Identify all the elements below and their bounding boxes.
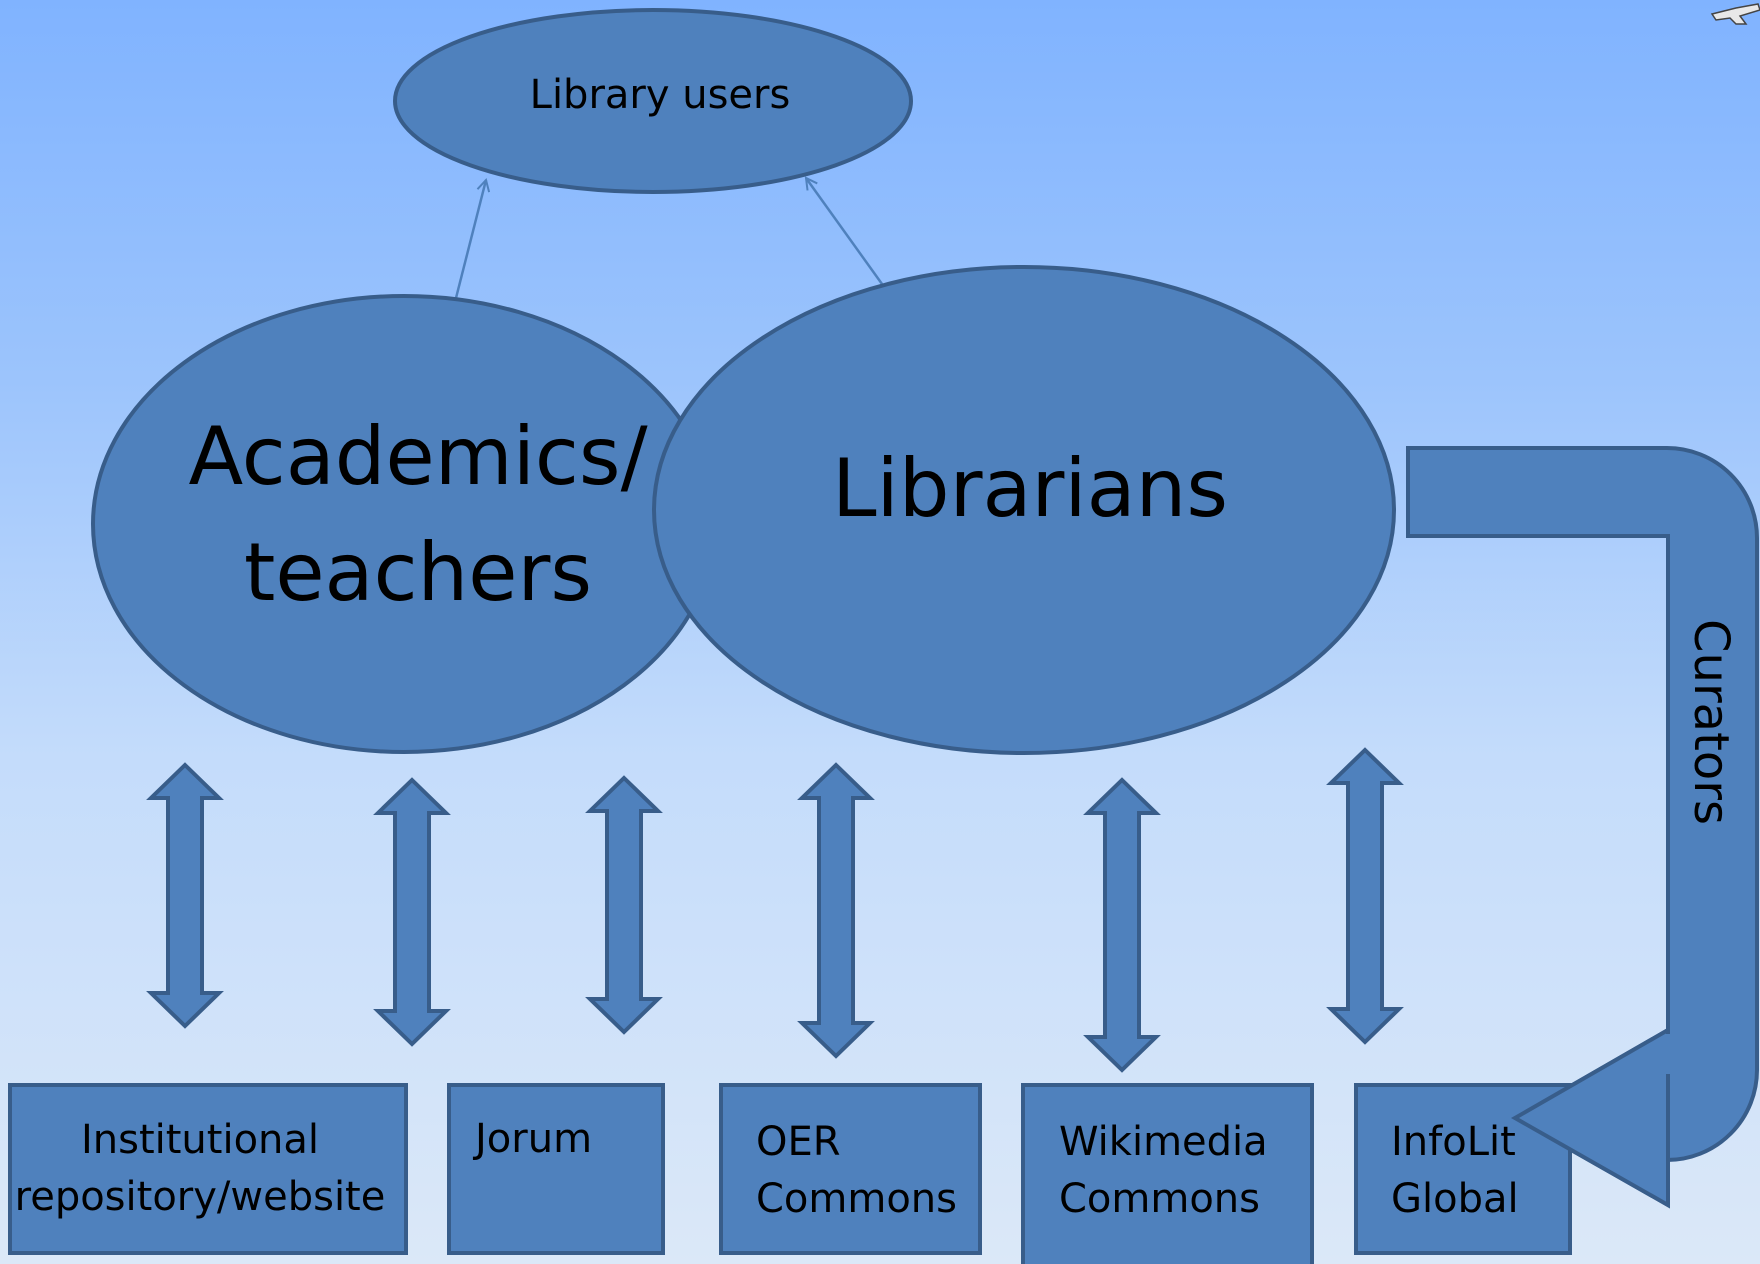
curators-arrow-tip-joint xyxy=(1666,1034,1670,1074)
connector-librarians-to-users xyxy=(806,178,884,285)
double-arrow-3 xyxy=(585,775,663,1035)
repository-box-institutional: Institutional repository/website xyxy=(8,1083,408,1255)
double-arrow-4 xyxy=(797,762,875,1059)
academics-teachers-node: Academics/ teachers xyxy=(91,294,717,754)
double-arrows-group xyxy=(146,747,1404,1073)
double-arrow-5 xyxy=(1083,777,1161,1073)
repository-label-line2: Commons xyxy=(756,1176,957,1222)
double-arrow-2 xyxy=(373,777,451,1047)
repository-box-oer-commons: OER Commons xyxy=(719,1083,982,1255)
curators-arrow: Curators xyxy=(1406,446,1759,1209)
librarians-node: Librarians xyxy=(652,265,1396,755)
repository-label-line2: Commons xyxy=(1059,1176,1260,1222)
repository-label-line1: Institutional xyxy=(81,1117,319,1163)
curators-arrow-tip xyxy=(1510,1026,1670,1209)
repository-label-line1: Wikimedia xyxy=(1059,1119,1268,1165)
curators-label: Curators xyxy=(1683,619,1739,825)
repository-label-line1: OER xyxy=(756,1119,841,1165)
repository-label-line1: Jorum xyxy=(472,1116,592,1162)
double-arrow-1 xyxy=(146,762,224,1029)
academics-label-line1: Academics/ xyxy=(188,410,647,503)
repository-label-line2: repository/website xyxy=(15,1174,386,1220)
repository-label-line1: InfoLit xyxy=(1391,1119,1516,1165)
library-users-label: Library users xyxy=(530,72,791,118)
repository-box-jorum: Jorum xyxy=(447,1083,665,1255)
corner-decoration-icon xyxy=(1710,3,1760,25)
academics-label-line2: teachers xyxy=(244,526,592,619)
connector-academics-to-users xyxy=(454,180,486,299)
double-arrow-6 xyxy=(1326,747,1404,1045)
repository-label-line2: Global xyxy=(1391,1176,1519,1222)
repository-box-wikimedia-commons: Wikimedia Commons xyxy=(1021,1083,1314,1264)
librarians-label: Librarians xyxy=(832,442,1228,535)
library-users-node: Library users xyxy=(393,8,913,194)
